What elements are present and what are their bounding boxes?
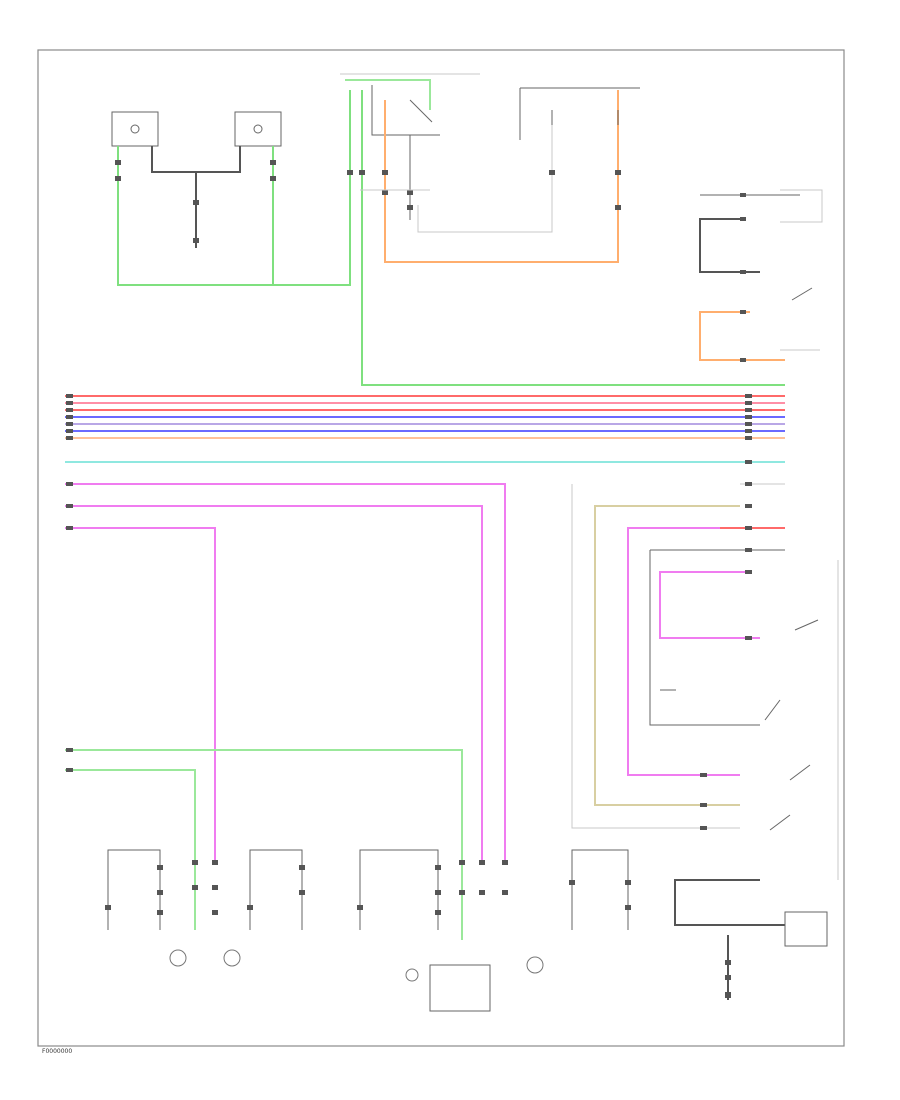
magenta-inner-loop — [659, 571, 760, 639]
sensor-ground-link — [151, 146, 241, 173]
right-switch-module — [571, 484, 839, 880]
module-switch-3 — [789, 764, 811, 781]
left-sensor-box — [111, 111, 159, 147]
right-sensor-box — [234, 111, 282, 147]
bottom-right-sensor — [674, 879, 828, 1000]
relay-switch — [409, 99, 433, 123]
module-switch-4 — [769, 814, 791, 831]
gray-signal-wire — [417, 110, 553, 233]
magenta-loop-wire — [627, 527, 740, 776]
top-right-switch-group — [699, 189, 823, 362]
diagram-code: F0000000 — [42, 1048, 72, 1055]
component-2-outline — [249, 849, 303, 930]
green-bus-1 — [65, 749, 463, 940]
gray-bottom-loop — [674, 879, 785, 926]
orange-loop-wire — [699, 311, 785, 361]
green-long-wire — [361, 90, 785, 386]
green-bus-2 — [65, 769, 196, 930]
top-left-sensor-group — [111, 90, 351, 286]
motor-2-icon — [223, 949, 241, 967]
gray-loop-wire — [699, 218, 760, 273]
switch-2-contact — [791, 287, 813, 301]
right-sensor-icon — [253, 124, 263, 134]
center-module-box — [429, 964, 491, 1012]
orange-wire-top — [384, 90, 619, 263]
component-3-outline — [359, 849, 439, 930]
relay-block — [340, 73, 785, 386]
module-switch-2 — [764, 699, 781, 721]
tan-loop-wire — [594, 505, 740, 806]
relay-green-feed — [345, 79, 431, 110]
component-1-outline — [107, 849, 161, 930]
left-sensor-icon — [130, 124, 140, 134]
bus-magenta-1 — [65, 483, 506, 865]
motor-3-icon — [526, 956, 544, 974]
diagram-frame — [37, 49, 845, 1047]
bottom-right-box — [784, 911, 828, 947]
module-frame-left — [571, 484, 740, 829]
switch-1-box — [780, 189, 823, 223]
green-wire-left — [117, 90, 351, 286]
bus-connectors — [66, 394, 752, 530]
bus-magenta-2 — [65, 505, 483, 865]
module-switch-1 — [794, 619, 819, 631]
component-4-outline — [571, 849, 629, 930]
motor-1-icon — [169, 949, 187, 967]
relay-frame-line — [371, 85, 440, 136]
bus-magenta-3 — [65, 527, 216, 865]
module-line-2 — [649, 550, 760, 726]
indicator-icon — [405, 968, 419, 982]
bottom-components — [65, 748, 631, 1012]
bus-wires — [65, 395, 785, 865]
